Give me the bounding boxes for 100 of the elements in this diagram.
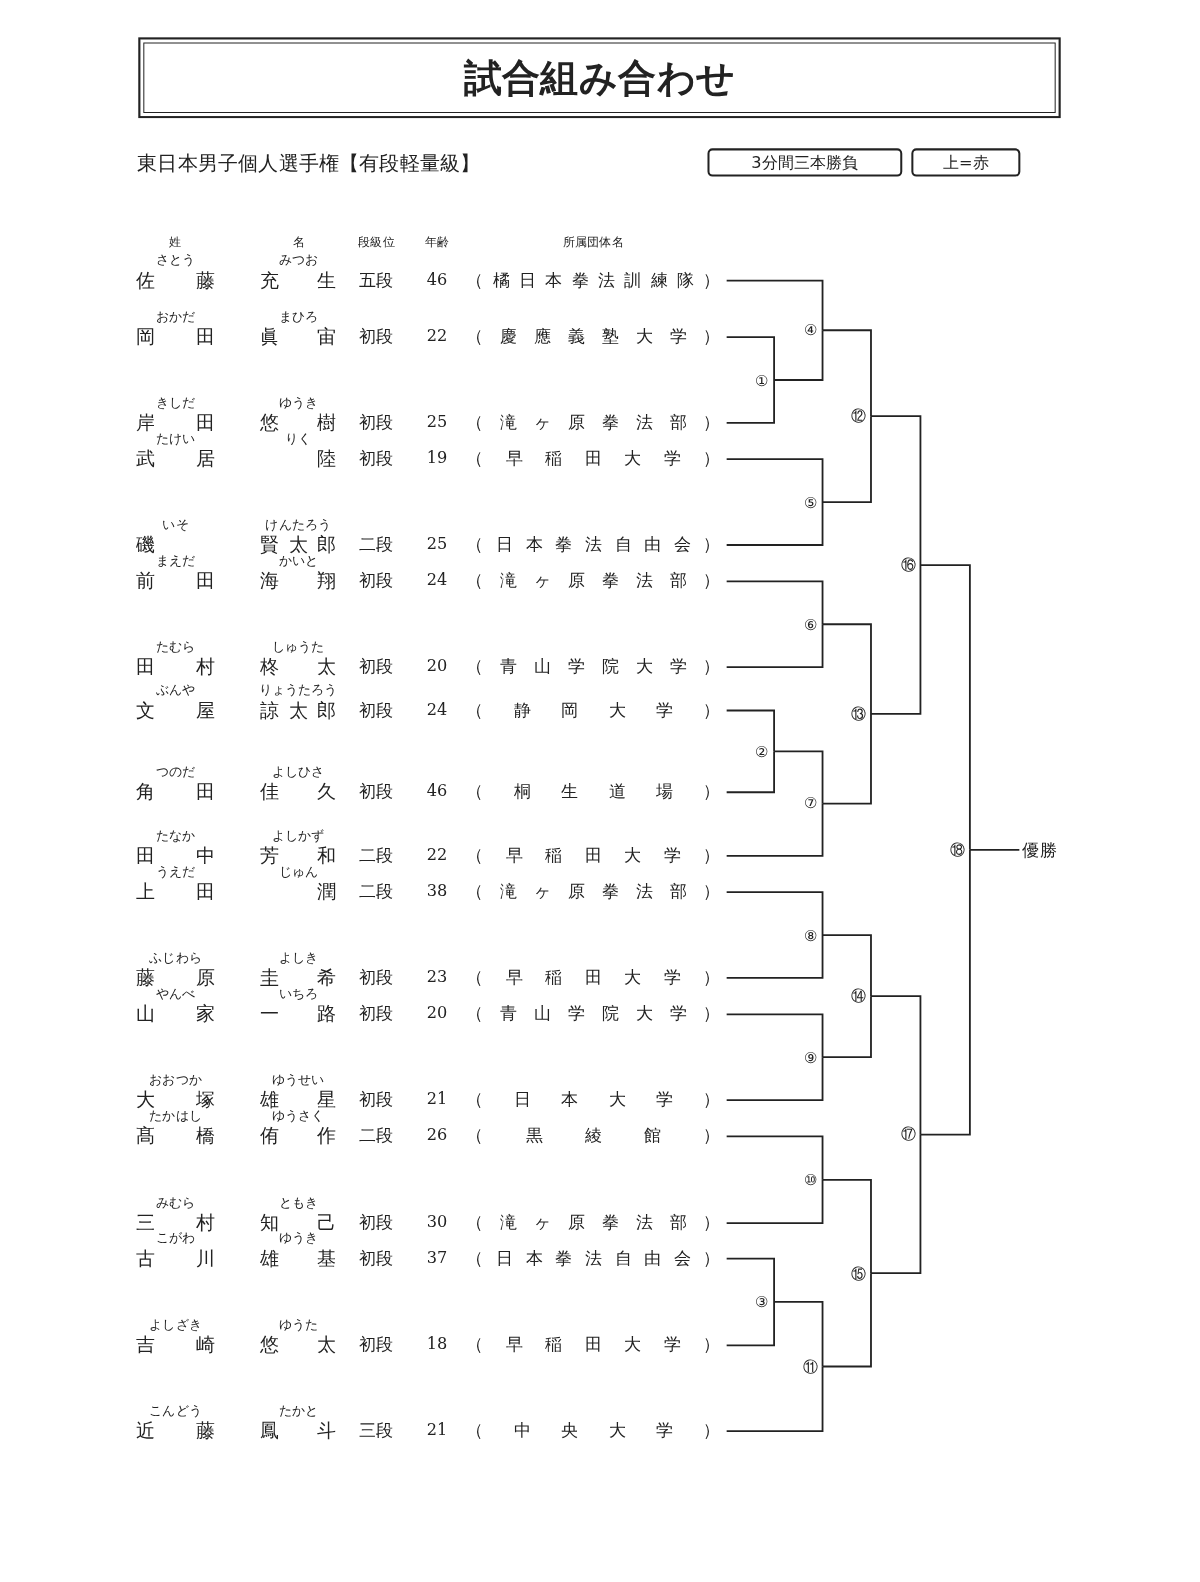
surname: 角田	[136, 780, 215, 803]
match-number: ⑪	[800, 1356, 821, 1377]
affiliation: （慶應義塾大学）	[466, 326, 721, 347]
surname-reading: さとう	[154, 252, 197, 268]
given-name: 潤	[315, 880, 337, 903]
info-box: 上=赤	[911, 148, 1021, 177]
bracket-line	[821, 995, 872, 1059]
age: 20	[425, 656, 449, 676]
bracket-line	[725, 891, 824, 936]
column-header: 年齢	[423, 234, 451, 252]
bracket-line	[969, 848, 1021, 851]
given-name: 眞宙	[260, 325, 337, 348]
rank: 初段	[358, 1212, 395, 1233]
bracket-line	[725, 623, 824, 668]
affiliation: （中央大学）	[466, 1420, 721, 1441]
match-number: ⑦	[800, 793, 821, 814]
given-name-reading: かいと	[278, 553, 318, 569]
surname: 藤原	[136, 965, 215, 989]
given-name: 芳和	[260, 843, 337, 866]
given-name: 圭希	[260, 965, 337, 989]
match-number: ⑮	[848, 1263, 869, 1284]
surname: 大塚	[136, 1087, 215, 1111]
match-number: ⑬	[848, 703, 869, 724]
bracket-line	[725, 336, 775, 381]
bracket-line	[725, 1013, 824, 1059]
age: 23	[425, 966, 449, 987]
given-name-reading: ゆうき	[277, 394, 319, 411]
given-name-reading: りく	[284, 430, 313, 447]
bracket-line	[821, 329, 872, 418]
given-name-reading: たかと	[277, 1402, 319, 1419]
bracket-line	[725, 379, 775, 424]
surname-reading: やんべ	[154, 986, 197, 1002]
affiliation: （日本拳法自由会）	[466, 1247, 721, 1268]
bracket-line	[870, 995, 922, 1136]
match-number: ⑫	[848, 406, 869, 427]
surname: 佐藤	[136, 268, 215, 291]
rank: 初段	[358, 1003, 395, 1024]
surname: 前田	[136, 569, 215, 592]
bracket-line	[725, 934, 824, 979]
match-number: ⑯	[898, 554, 919, 576]
given-name: 柊太	[260, 655, 337, 678]
match-number: ③	[751, 1291, 773, 1313]
surname-reading: こがわ	[154, 1230, 196, 1246]
bracket-line	[821, 934, 872, 998]
given-name: 佳久	[260, 780, 337, 803]
surname: 岸田	[136, 410, 215, 433]
surname-reading: うえだ	[154, 863, 197, 880]
bracket-line	[725, 1301, 775, 1347]
bracket-line	[821, 1178, 872, 1275]
match-number: ④	[800, 320, 821, 341]
bracket-line	[725, 1135, 824, 1181]
affiliation: （青山学院大学）	[466, 656, 721, 677]
surname-reading: たなか	[154, 827, 197, 844]
rank: 初段	[358, 966, 395, 988]
given-name-reading: ともき	[277, 1194, 319, 1211]
bracket-line	[821, 623, 872, 715]
surname: 田中	[136, 843, 215, 866]
rank: 二段	[358, 844, 395, 865]
affiliation: （日本拳法自由会）	[466, 533, 721, 555]
given-name-reading: じゅん	[278, 863, 318, 880]
match-number: ⑩	[800, 1169, 821, 1190]
match-number: ⑨	[800, 1047, 821, 1068]
affiliation: （滝ヶ原拳法部）	[466, 881, 721, 902]
affiliation: （黒綾館）	[466, 1125, 721, 1146]
rank: 二段	[358, 881, 395, 902]
column-header: 段級位	[357, 234, 396, 252]
match-number: ⑤	[800, 492, 821, 513]
age: 46	[425, 781, 449, 801]
given-name-reading: みつお	[277, 252, 319, 268]
age: 21	[425, 1089, 449, 1109]
bracket-line	[725, 458, 824, 503]
surname-reading: まえだ	[154, 553, 197, 569]
match-number: ②	[751, 741, 773, 762]
rank: 初段	[358, 1247, 395, 1268]
given-name: 海翔	[260, 569, 337, 592]
age: 38	[425, 881, 449, 901]
age: 26	[425, 1125, 449, 1145]
given-name-reading: ゆうさく	[272, 1108, 326, 1124]
info-box: 3分間三本勝負	[707, 148, 903, 177]
surname-reading: たむら	[154, 638, 197, 655]
affiliation: （早稲田大学）	[466, 966, 721, 988]
surname-reading: つのだ	[154, 764, 197, 780]
bracket-line	[821, 415, 872, 503]
age: 19	[425, 448, 449, 468]
given-name-reading: まひろ	[277, 308, 319, 325]
match-number: ⑰	[898, 1124, 919, 1145]
bracket-line	[725, 1178, 824, 1225]
surname-reading: いそ	[161, 516, 190, 533]
given-name-reading: よしき	[277, 949, 319, 966]
bracket-line	[725, 750, 775, 794]
affiliation: （早稲田大学）	[466, 1334, 721, 1355]
given-name-reading: よしひさ	[271, 764, 326, 780]
rank: 初段	[358, 781, 395, 802]
rank: 初段	[358, 326, 395, 347]
given-name-reading: ゆうた	[277, 1317, 319, 1333]
column-header: 所属団体名	[562, 234, 625, 252]
given-name-reading: ゆうせい	[271, 1071, 326, 1088]
bracket-line	[821, 713, 872, 805]
bracket-line	[725, 1365, 824, 1433]
rank: 初段	[358, 1089, 395, 1110]
